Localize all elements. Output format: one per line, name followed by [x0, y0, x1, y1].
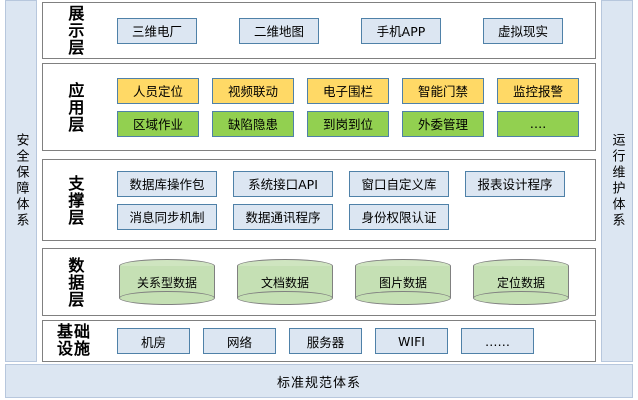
bottom-band-label: 标准规范体系	[276, 375, 361, 391]
node-box[interactable]: 窗口自定义库	[349, 170, 449, 197]
layer-label-text: 展示层	[65, 5, 85, 56]
node-box[interactable]: 二维地图	[239, 17, 319, 44]
database-cylinder[interactable]: 定位数据	[473, 259, 569, 305]
right-band-label: 运行维护体系	[609, 133, 625, 229]
right-vertical-band-ops-maintenance-system: 运行维护体系	[601, 0, 633, 362]
cylinder-label: 图片数据	[378, 275, 427, 290]
layer-label-text: 支撑层	[65, 174, 85, 226]
layer-application: 应用层人员定位视频联动电子围栏智能门禁监控报警区域作业缺陷隐患到岗到位外委管理……	[42, 63, 596, 151]
node-box[interactable]: 电子围栏	[307, 77, 389, 104]
cylinder-bottom-ellipse	[237, 291, 333, 305]
layer-body-support: 数据库操作包系统接口API 窗口自定义库报表设计程序消息同步机制数据通讯程序身份权…	[105, 170, 595, 230]
node-box[interactable]: 视频联动	[212, 77, 294, 104]
layer-label-text: 数据层	[65, 256, 85, 308]
layer-row: 区域作业缺陷隐患到岗到位外委管理 ….	[105, 110, 589, 137]
node-box[interactable]: 到岗到位	[307, 110, 389, 137]
node-box[interactable]: 服务器	[289, 328, 362, 354]
layer-label-text: 基础设施	[56, 322, 91, 358]
layer-label-text: 应用层	[65, 81, 85, 133]
node-box[interactable]: 智能门禁	[402, 77, 484, 104]
node-box[interactable]: 手机APP	[361, 17, 441, 44]
node-box[interactable]: 虚拟现实	[483, 17, 563, 44]
layer-row: 数据库操作包系统接口API 窗口自定义库报表设计程序	[105, 170, 589, 197]
layer-row: 关系型数据 文档数据 图片数据 定位数据	[105, 259, 589, 305]
layer-body-presentation: 三维电厂 二维地图 手机APP 虚拟现实	[105, 17, 595, 44]
node-box[interactable]: 外委管理	[402, 110, 484, 137]
layer-infrastructure: 基础设施机房网络服务器 WIFI ……	[42, 320, 596, 362]
node-box[interactable]: ……	[461, 328, 534, 354]
layer-presentation: 展示层 三维电厂 二维地图 手机APP 虚拟现实	[42, 2, 596, 59]
cylinder-bottom-ellipse	[119, 291, 215, 305]
node-box[interactable]: 机房	[117, 328, 190, 354]
bottom-band-standards-system: 标准规范体系	[5, 364, 633, 398]
cylinder-label: 关系型数据	[136, 275, 197, 290]
cylinder-label: 定位数据	[496, 275, 545, 290]
node-box[interactable]: 三维电厂	[117, 17, 197, 44]
node-box[interactable]: 身份权限认证	[349, 203, 449, 230]
node-box[interactable]: 消息同步机制	[117, 203, 217, 230]
layer-label-presentation: 展示层	[43, 5, 105, 56]
node-box[interactable]: 缺陷隐患	[212, 110, 294, 137]
layer-label-support: 支撑层	[43, 175, 105, 226]
database-cylinder[interactable]: 图片数据	[355, 259, 451, 305]
layer-row: 机房网络服务器 WIFI ……	[105, 328, 589, 354]
layer-body-infrastructure: 机房网络服务器 WIFI ……	[105, 328, 595, 354]
layer-label-application: 应用层	[43, 82, 105, 133]
cylinder-label: 文档数据	[260, 275, 309, 290]
cylinder-bottom-ellipse	[473, 291, 569, 305]
database-cylinder[interactable]: 文档数据	[237, 259, 333, 305]
database-cylinder[interactable]: 关系型数据	[119, 259, 215, 305]
layer-data: 数据层 关系型数据 文档数据 图片数据 定位数据	[42, 248, 596, 316]
node-box[interactable]: 人员定位	[117, 77, 199, 104]
node-box[interactable]: 报表设计程序	[465, 170, 565, 197]
layer-body-application: 人员定位视频联动电子围栏智能门禁监控报警区域作业缺陷隐患到岗到位外委管理 ….	[105, 77, 595, 137]
layer-row: 消息同步机制数据通讯程序身份权限认证	[105, 203, 589, 230]
cylinder-bottom-ellipse	[355, 291, 451, 305]
node-box[interactable]: WIFI	[375, 328, 448, 354]
node-box[interactable]: 网络	[203, 328, 276, 354]
layer-body-data: 关系型数据 文档数据 图片数据 定位数据	[105, 259, 595, 305]
node-box[interactable]: 监控报警	[497, 77, 579, 104]
layer-label-data: 数据层	[43, 257, 105, 308]
layer-row: 人员定位视频联动电子围栏智能门禁监控报警	[105, 77, 589, 104]
layer-row: 三维电厂 二维地图 手机APP 虚拟现实	[105, 17, 589, 44]
node-box[interactable]: 数据通讯程序	[233, 203, 333, 230]
layer-support: 支撑层 数据库操作包系统接口API 窗口自定义库报表设计程序消息同步机制数据通讯程序…	[42, 159, 596, 241]
left-vertical-band-security-system: 安全保障体系	[5, 0, 37, 362]
node-box[interactable]: ….	[497, 110, 579, 137]
left-band-label: 安全保障体系	[13, 133, 29, 229]
node-box[interactable]: 系统接口API	[233, 170, 333, 197]
node-box[interactable]: 数据库操作包	[117, 170, 217, 197]
layer-label-infrastructure: 基础设施	[43, 322, 105, 358]
node-box[interactable]: 区域作业	[117, 110, 199, 137]
